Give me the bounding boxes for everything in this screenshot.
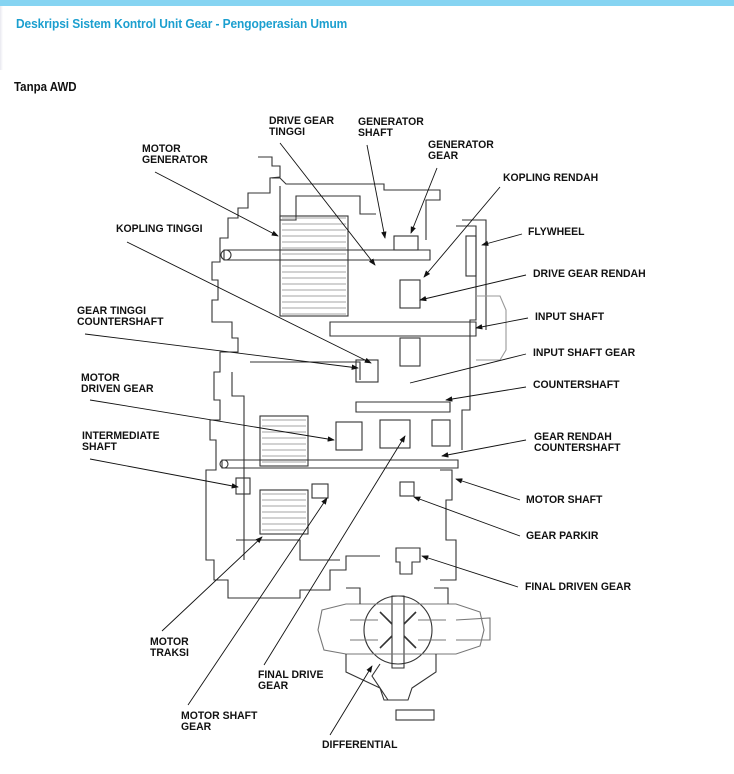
leader-motor-shaft	[455, 478, 521, 501]
housing-outline	[205, 156, 507, 721]
label-motor-shaft-gear: MOTOR SHAFT GEAR	[181, 710, 258, 733]
gear-unit-diagram: DRIVE GEAR TINGGI GENERATOR SHAFT GENERA…	[0, 100, 734, 769]
label-countershaft: COUNTERSHAFT	[533, 379, 620, 391]
label-input-shaft-gear: INPUT SHAFT GEAR	[533, 347, 636, 359]
leader-flywheel	[481, 233, 523, 246]
header-edge	[0, 6, 3, 70]
label-motor-traksi: MOTOR TRAKSI	[150, 636, 189, 659]
top-accent-bar	[0, 0, 734, 6]
label-motor-driven-gear: MOTOR DRIVEN GEAR	[81, 372, 154, 395]
leader-gear-rendah-countershaft	[441, 439, 527, 458]
leader-gear-tinggi-countershaft	[84, 333, 359, 370]
leader-countershaft	[445, 386, 527, 402]
label-motor-shaft: MOTOR SHAFT	[526, 494, 603, 506]
label-differential: DIFFERENTIAL	[322, 739, 398, 751]
leader-input-shaft-gear	[409, 353, 527, 384]
label-drive-gear-rendah: DRIVE GEAR RENDAH	[533, 268, 646, 280]
label-final-driven-gear: FINAL DRIVEN GEAR	[525, 581, 632, 593]
leader-motor-driven-gear	[89, 399, 335, 442]
label-kopling-tinggi: KOPLING TINGGI	[116, 223, 203, 235]
header	[0, 6, 734, 70]
leader-motor-generator	[154, 171, 279, 237]
leader-drive-gear-rendah	[419, 274, 527, 302]
leader-differential	[329, 665, 373, 736]
label-kopling-rendah: KOPLING RENDAH	[503, 172, 599, 184]
label-gear-rendah-countershaft: GEAR RENDAH COUNTERSHAFT	[534, 431, 621, 454]
leader-motor-traksi	[161, 536, 263, 632]
leader-kopling-rendah	[423, 186, 501, 278]
label-motor-generator: MOTOR GENERATOR	[142, 143, 208, 166]
leader-intermediate-shaft	[89, 458, 239, 489]
label-intermediate-shaft: INTERMEDIATE SHAFT	[82, 430, 160, 453]
page-title: Deskripsi Sistem Kontrol Unit Gear - Pen…	[16, 16, 348, 31]
label-flywheel: FLYWHEEL	[528, 226, 585, 238]
label-gear-tinggi-countershaft: GEAR TINGGI COUNTERSHAFT	[77, 305, 164, 328]
label-gear-parkir: GEAR PARKIR	[526, 530, 599, 542]
leader-motor-shaft-gear	[187, 497, 328, 706]
leader-lines	[84, 142, 529, 736]
label-input-shaft: INPUT SHAFT	[535, 311, 605, 323]
label-generator-shaft: GENERATOR SHAFT	[358, 116, 424, 139]
cross-section-drawing	[84, 142, 529, 736]
leader-kopling-tinggi	[126, 241, 372, 364]
label-final-drive-gear: FINAL DRIVE GEAR	[258, 669, 324, 692]
leader-input-shaft	[475, 317, 529, 330]
leader-final-drive-gear	[263, 435, 406, 666]
label-generator-gear: GENERATOR GEAR	[428, 139, 494, 162]
leader-generator-shaft	[366, 144, 387, 239]
leader-drive-gear-tinggi	[279, 142, 376, 266]
leader-final-driven-gear	[421, 555, 519, 588]
section-title: Tanpa AWD	[14, 80, 77, 94]
label-drive-gear-tinggi: DRIVE GEAR TINGGI	[269, 115, 335, 138]
leader-gear-parkir	[413, 496, 521, 537]
leader-generator-gear	[410, 167, 438, 234]
